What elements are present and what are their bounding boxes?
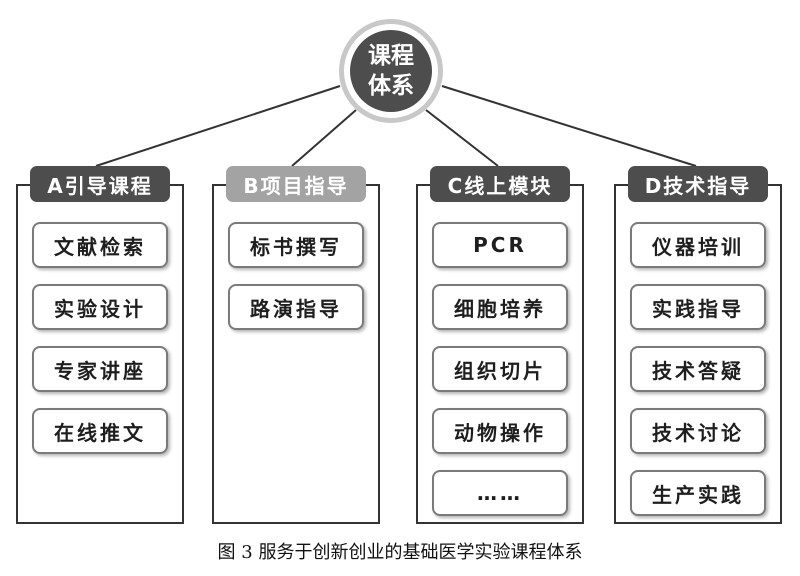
item-tissue-section: 组织切片: [432, 346, 568, 392]
connector-c: [425, 109, 499, 167]
item-experiment-design: 实验设计: [32, 284, 168, 330]
item-ellipsis: ……: [432, 470, 568, 516]
item-practice-guidance: 实践指导: [630, 284, 766, 330]
column-a: A引导课程 文献检索 实验设计 专家讲座 在线推文: [16, 166, 184, 524]
item-online-article: 在线推文: [32, 408, 168, 454]
hub-label-line2: 体系: [368, 73, 414, 99]
hub-label-line1: 课程: [368, 43, 414, 69]
item-expert-lecture: 专家讲座: [32, 346, 168, 392]
column-b-header: B项目指导: [226, 166, 366, 202]
item-literature-search: 文献检索: [32, 222, 168, 268]
connector-d: [441, 85, 697, 167]
item-instrument-training: 仪器培训: [630, 222, 766, 268]
connector-b: [291, 109, 357, 167]
column-b: B项目指导 标书撰写 路演指导: [212, 166, 380, 524]
item-proposal-writing: 标书撰写: [228, 222, 364, 268]
hub-node: 课程 体系: [339, 19, 443, 123]
item-technical-qa: 技术答疑: [630, 346, 766, 392]
item-pcr: PCR: [432, 222, 568, 268]
column-c-header: C线上模块: [430, 166, 570, 202]
item-production-practice: 生产实践: [630, 470, 766, 516]
connector-a: [95, 85, 341, 167]
column-d-header: D技术指导: [628, 166, 768, 202]
figure-caption: 图 3 服务于创新创业的基础医学实验课程体系: [217, 542, 583, 563]
item-technical-discussion: 技术讨论: [630, 408, 766, 454]
item-roadshow-guidance: 路演指导: [228, 284, 364, 330]
hub-label: 课程 体系: [350, 30, 432, 112]
column-c: C线上模块 PCR 细胞培养 组织切片 动物操作 ……: [416, 166, 584, 524]
column-d: D技术指导 仪器培训 实践指导 技术答疑 技术讨论 生产实践: [614, 166, 782, 524]
column-a-header: A引导课程: [30, 166, 170, 202]
item-animal-operation: 动物操作: [432, 408, 568, 454]
item-cell-culture: 细胞培养: [432, 284, 568, 330]
